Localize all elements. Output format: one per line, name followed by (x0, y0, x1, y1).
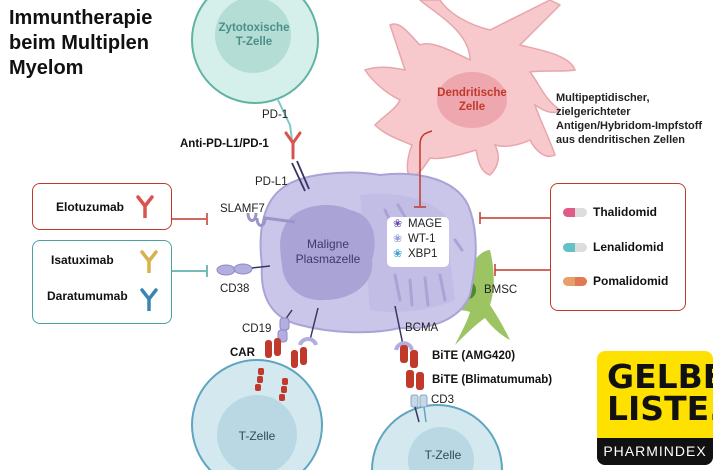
title-line-2: beim Multiplen (9, 32, 149, 54)
pill-icon (563, 277, 575, 286)
t-cell-right-label: T-Zelle (425, 448, 462, 462)
myeloma-label-2: Plasmazelle (296, 252, 361, 266)
cytotoxic-t-cell: Zytotoxische T-Zelle (191, 0, 319, 104)
protein-icon: ❀ (393, 233, 403, 245)
pd1-label: PD-1 (262, 109, 288, 121)
cytotoxic-label-2: T-Zelle (236, 36, 272, 48)
logo-bar: PHARMINDEX (597, 438, 713, 465)
slamf7-receptor (246, 212, 296, 227)
pill-icon (563, 208, 575, 217)
lenalidomid-label: Lenalidomid (593, 240, 664, 254)
vaccine-desc-2: zielgerichteter (556, 106, 631, 118)
t-cell-right: T-Zelle (371, 404, 503, 470)
protein-icon: ❀ (393, 248, 403, 260)
logo-line-1: GELBE (607, 357, 713, 396)
slamf7-label: SLAMF7 (220, 203, 265, 215)
protein-icon: ❀ (393, 218, 403, 230)
bmsc-label: BMSC (484, 284, 517, 296)
car-receptor-icon (255, 338, 307, 401)
pd1-receptor (277, 99, 293, 141)
gelbe-liste-logo: GELBE LISTE. PHARMINDEX (597, 351, 713, 465)
dendritic-label-1: Dendritische (437, 87, 507, 99)
title-line-3: Myelom (9, 57, 84, 79)
pdl1-receptor (291, 160, 310, 192)
bite-molecules-icon (400, 345, 424, 390)
antigen-item: ❀ WT-1 (387, 232, 449, 247)
vaccine-desc-4: aus dendritischen Zellen (556, 134, 685, 146)
logo-line-2: LISTE. (607, 389, 713, 428)
antigen-list: ❀ MAGE ❀ WT-1 ❀ XBP1 (387, 217, 449, 267)
antigen-item: ❀ MAGE (387, 217, 449, 232)
elotuzumab-inhibition-line (172, 213, 208, 225)
imid-box: Thalidomid Lenalidomid Pomalidomid (550, 183, 686, 311)
logo-text: GELBE LISTE. (607, 357, 713, 428)
bcma-receptor (394, 305, 404, 346)
cd38-receptor (216, 263, 271, 276)
cd3-label: CD3 (431, 394, 454, 406)
antiCD38-inhibition-line (172, 265, 208, 277)
antibody-icon-yellow (140, 250, 158, 273)
pdl1-label: PD-L1 (255, 176, 288, 188)
car-label: CAR (230, 347, 256, 359)
cd3-receptor (410, 394, 428, 423)
cytotoxic-label-1: Zytotoxische (219, 22, 290, 34)
anti-cd38-box: Isatuximab Daratumumab (32, 240, 172, 324)
bcma-label: BCMA (405, 322, 439, 334)
antigen-item: ❀ XBP1 (387, 247, 449, 262)
isatuximab-label: Isatuximab (51, 253, 114, 267)
antigen-label: MAGE (408, 218, 442, 230)
elotuzumab-box: Elotuzumab (32, 183, 172, 230)
title-line-1: Immuntherapie (9, 7, 153, 29)
pill-icon-half (575, 208, 587, 217)
bite-amg-label: BiTE (AMG420) (432, 350, 515, 362)
cd38-label: CD38 (220, 283, 249, 295)
elotuzumab-label: Elotuzumab (56, 200, 124, 214)
anti-pd-label: Anti-PD-L1/PD-1 (180, 138, 269, 150)
bcma-head-icon (394, 341, 414, 351)
t-cell-left: T-Zelle (191, 359, 323, 470)
myeloma-label-1: Maligne (307, 237, 349, 251)
vaccine-desc-3: Antigen/Hybridom-Impfstoff (556, 120, 702, 132)
imid-inhibition-lines (479, 212, 550, 276)
pill-icon-half (575, 243, 587, 252)
cd19-label: CD19 (242, 323, 271, 335)
page-title: Immuntherapie beim Multiplen Myelom (9, 6, 152, 81)
bite-blina-label: BiTE (Blimatumumab) (432, 374, 552, 386)
thalidomid-label: Thalidomid (593, 205, 657, 219)
dendritic-label-2: Zelle (459, 101, 485, 113)
pill-icon (563, 243, 575, 252)
vaccine-desc-1: Multipeptidischer, (556, 92, 650, 104)
antigen-label: WT-1 (408, 233, 436, 245)
dendritic-cell: Dendritische Zelle (363, 0, 576, 179)
pill-icon-half (575, 277, 587, 286)
antibody-icon-red (136, 195, 154, 218)
anti-pd-antibody-icon (284, 131, 302, 160)
cd19-receptor (277, 307, 319, 346)
antibody-icon-blue (140, 288, 158, 311)
daratumumab-label: Daratumumab (47, 289, 128, 303)
pomalidomid-label: Pomalidomid (593, 274, 669, 288)
vaccine-inhibition-line (414, 130, 433, 208)
antigen-label: XBP1 (408, 248, 438, 260)
t-cell-left-label: T-Zelle (239, 429, 276, 443)
